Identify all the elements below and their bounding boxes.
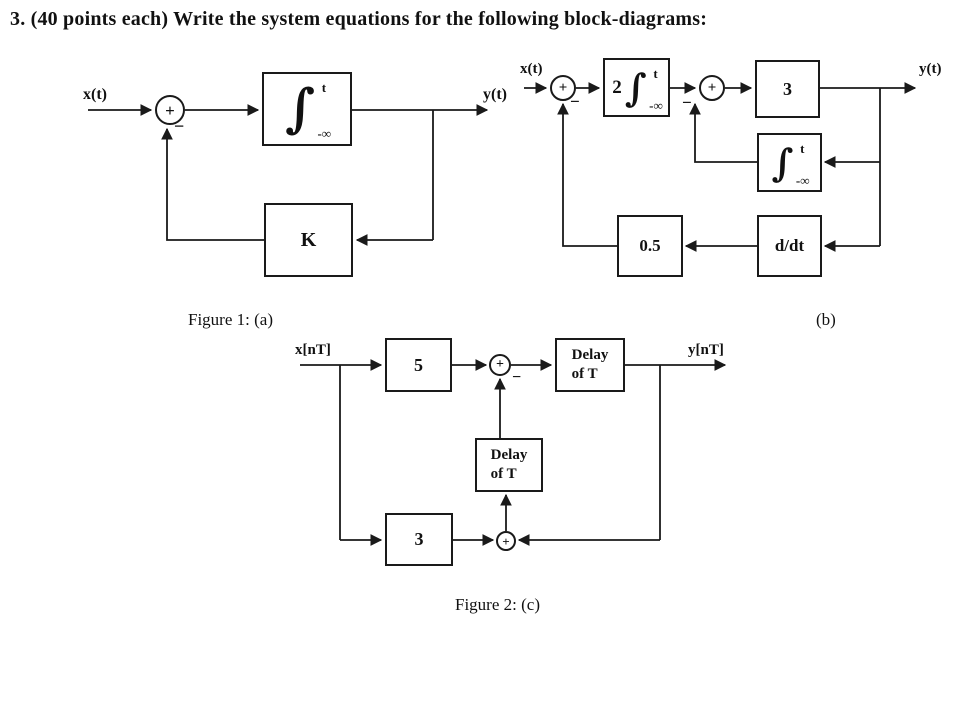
b-integrator1-block: 2 ∫ t -∞ — [603, 58, 670, 117]
a-output-label: y(t) — [483, 86, 507, 103]
b-sum2-minus-sign: − — [682, 93, 692, 112]
b-output-label: y(t) — [919, 61, 942, 77]
c-gain-3-block: 3 — [385, 513, 453, 566]
b-gain-05-block: 0.5 — [617, 215, 683, 277]
a-minus-sign: − — [174, 116, 185, 136]
b-gain-3-block: 3 — [755, 60, 820, 118]
a-integral-symbol: ∫ t -∞ — [284, 78, 332, 141]
figure1-caption: Figure 1: (a) — [188, 310, 273, 329]
c-sumtop-minus-sign: − — [512, 369, 522, 386]
b-integrator2-block: ∫ t -∞ — [757, 133, 822, 192]
b-integral2-symbol: ∫ t -∞ — [771, 139, 810, 188]
diagram-b-wires — [524, 82, 917, 252]
wire-b-gain05-to-sum1 — [557, 102, 617, 247]
wire-b-integrator2-to-sum2 — [689, 102, 757, 163]
b-derivative-block: d/dt — [757, 215, 822, 277]
problem-heading: 3. (40 points each) Write the system equ… — [10, 8, 708, 30]
a-plus-sign: + — [165, 100, 175, 120]
b-sum1-plus-sign: + — [558, 79, 568, 96]
b-sum1-minus-sign: − — [570, 92, 580, 111]
diagram-c-wires — [300, 359, 727, 546]
c-input-label: x[nT] — [295, 342, 331, 358]
c-output-label: y[nT] — [688, 342, 724, 358]
figure1-b-label: (b) — [816, 310, 836, 329]
c-delay-mid-block: Delay of T — [475, 438, 543, 492]
diagram-a-wires — [88, 104, 489, 246]
figure2-caption: Figure 2: (c) — [455, 595, 540, 614]
a-integrator-block: ∫ t -∞ — [262, 72, 352, 146]
c-summing-junction-top: + — [489, 354, 511, 376]
a-summing-junction: + — [155, 95, 185, 125]
wire-a-k-to-sum — [161, 127, 264, 241]
c-sumtop-plus-sign: + — [496, 357, 504, 372]
b-summing-junction-2: + — [699, 75, 725, 101]
b-summing-junction-1: + — [550, 75, 576, 101]
c-sumbottom-plus-sign: + — [502, 533, 510, 549]
c-delay-top-block: Delay of T — [555, 338, 625, 392]
b-input-label: x(t) — [520, 61, 543, 77]
c-gain-5-block: 5 — [385, 338, 452, 392]
b-sum2-plus-sign: + — [707, 79, 717, 96]
c-summing-junction-bottom: + — [496, 531, 516, 551]
b-integral1-symbol: ∫ t -∞ — [624, 64, 663, 113]
a-input-label: x(t) — [83, 86, 107, 103]
a-gain-k-block: K — [264, 203, 353, 277]
